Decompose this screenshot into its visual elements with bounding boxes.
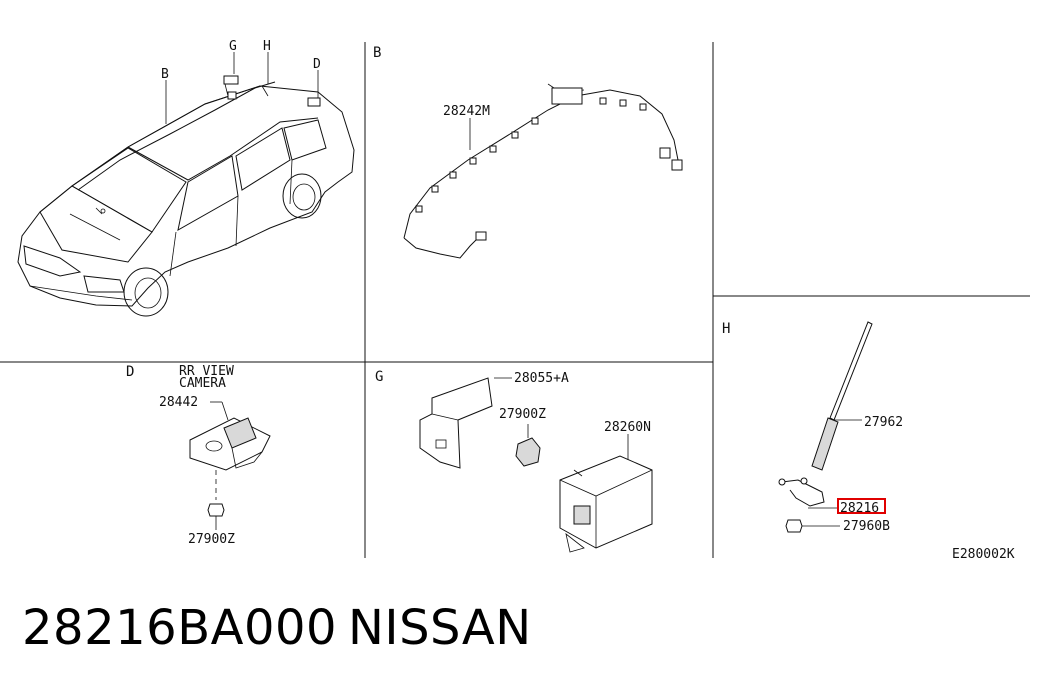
roof-harness <box>77 81 276 191</box>
module-nut-label: 27900Z <box>499 407 546 422</box>
callout-g: G <box>229 39 237 54</box>
panel-d-letter: D <box>126 364 134 380</box>
diagram-code: E280002K <box>952 547 1015 562</box>
vehicle-overview: B G H D <box>17 39 355 317</box>
part-number: 28216BA000 <box>22 600 338 656</box>
antenna-module <box>559 455 653 549</box>
panel-g-letter: G <box>375 369 383 385</box>
panel-d: D RR VIEW CAMERA 28442 27900Z <box>126 364 271 547</box>
part-28442-label: 28442 <box>159 395 198 410</box>
panel-frame <box>0 42 1030 558</box>
antenna-rod <box>829 321 873 421</box>
panel-b-letter: B <box>373 45 381 61</box>
camera-nut <box>207 503 225 517</box>
camera-title-line2: CAMERA <box>179 376 226 391</box>
antenna-cable <box>781 479 825 507</box>
part-27962-label: 27962 <box>864 415 903 430</box>
camera-nut-label: 27900Z <box>188 532 235 547</box>
panel-b: B 28242M <box>373 45 683 259</box>
callout-d: D <box>313 57 321 72</box>
callout-h: H <box>263 39 271 54</box>
harness-clips <box>415 97 647 213</box>
antenna-nut-label: 27960B <box>843 519 890 534</box>
antenna-base <box>811 417 839 471</box>
camera-title-line1: RR VIEW <box>179 364 234 379</box>
panel-g: G 28055+A 27900Z 28260N <box>375 369 653 553</box>
part-28055a-label: 28055+A <box>514 371 569 386</box>
part-28260n-label: 28260N <box>604 420 651 435</box>
callout-b: B <box>161 67 169 82</box>
module-bracket <box>419 377 493 469</box>
panel-h-letter: H <box>722 321 730 337</box>
vehicle-body <box>17 85 355 307</box>
module-nut <box>515 437 541 467</box>
panel-h: H 27962 28216 27960B <box>722 321 903 534</box>
rear-camera <box>223 417 257 449</box>
front-wheel <box>123 267 169 317</box>
part-28216-highlight <box>837 498 886 514</box>
brand-name: NISSAN <box>348 600 532 656</box>
part-28242m-label: 28242M <box>443 104 490 119</box>
rear-wheel <box>282 173 322 219</box>
antenna-nut <box>785 519 803 533</box>
